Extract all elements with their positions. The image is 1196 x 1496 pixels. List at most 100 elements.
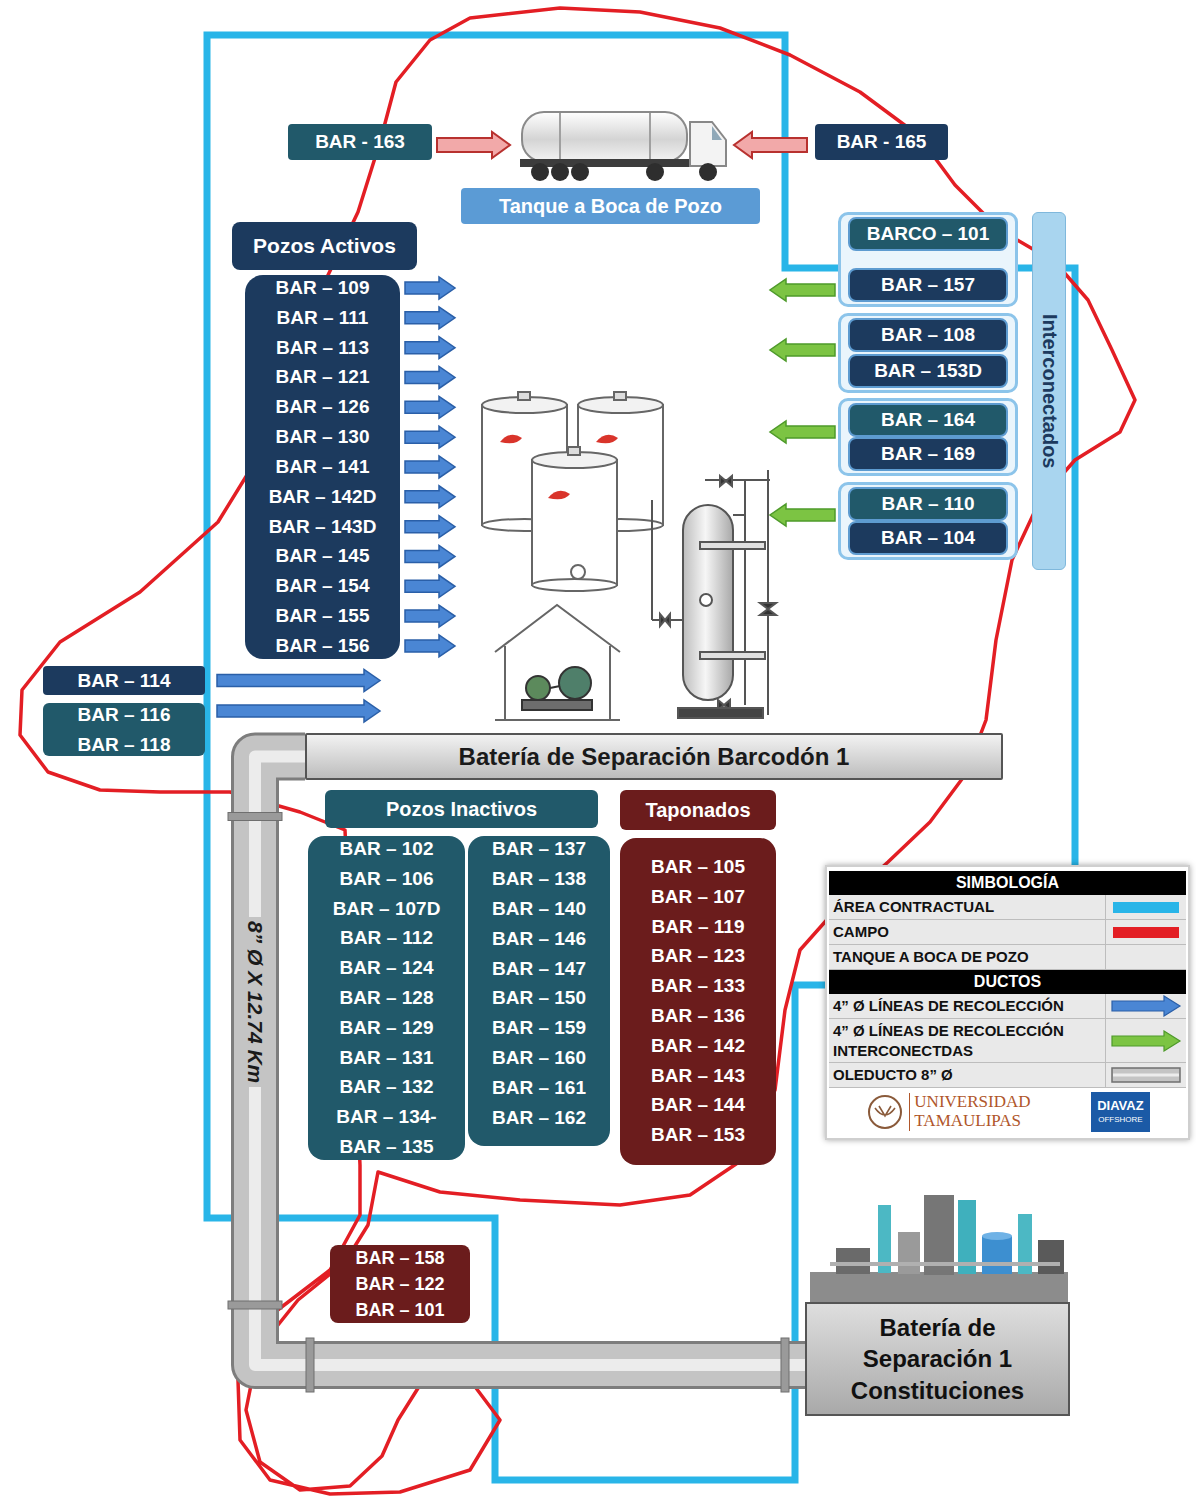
well-name: BAR – 130 (257, 424, 388, 450)
company-text: DIAVAZ (1097, 1098, 1143, 1115)
well-box: BAR - 165 (815, 124, 948, 160)
collection-line-arrow (217, 670, 380, 692)
band-text: Interconectados (1038, 314, 1061, 468)
legend-text: CAMPO (829, 920, 1105, 944)
legend-sample-cell (1105, 994, 1186, 1018)
interconnect-group: BAR – 110BAR – 104 (838, 482, 1018, 560)
legend-swatch (1113, 902, 1179, 913)
well-name: BAR – 129 (320, 1015, 453, 1041)
box-text: Pozos Activos (253, 234, 396, 258)
well-name: BAR – 160 (480, 1045, 598, 1071)
pipe-body (255, 757, 805, 1366)
well-name: BAR – 150 (480, 985, 598, 1011)
well-name: BAR – 138 (480, 866, 598, 892)
university-text: UNIVERSIDAD (914, 1093, 1030, 1112)
tank-label-box: Tanque a Boca de Pozo (461, 188, 760, 224)
legend-row: 4” Ø LÍNEAS DE RECOLECCIÓN INTERCONECTDA… (829, 1019, 1186, 1063)
group-header: Taponados (620, 790, 776, 830)
well-name: BAR – 111 (257, 305, 388, 331)
collection-line-arrow (405, 426, 455, 448)
well-name: BAR – 156 (257, 633, 388, 659)
legend-sample-cell (1105, 1063, 1186, 1087)
emblem-mark (875, 1106, 895, 1116)
legend-header: DUCTOS (829, 970, 1186, 994)
emblem-ring (869, 1096, 901, 1128)
well-name: BAR – 135 (320, 1134, 453, 1160)
collection-line-arrow (217, 700, 380, 722)
well-name: BAR – 123 (632, 943, 764, 969)
field-outline (20, 8, 1135, 1494)
well-name: BAR – 118 (55, 733, 193, 757)
well-name: BAR – 106 (320, 866, 453, 892)
group-header: Pozos Activos (232, 222, 417, 270)
well-name: BAR – 128 (320, 985, 453, 1011)
well-name: BAR – 137 (480, 836, 598, 862)
pipeline-label: 8” Ø X 12.74 Km (241, 917, 269, 1087)
legend-text: 4” Ø LÍNEAS DE RECOLECCIÓN INTERCONECTDA… (829, 1019, 1105, 1062)
well-list: BAR – 158BAR – 122BAR – 101 (330, 1245, 470, 1323)
well-name: BAR – 145 (257, 543, 388, 569)
well-name: BAR – 132 (320, 1074, 453, 1100)
university-logo: UNIVERSIDADTAMAULIPAS (865, 1092, 1030, 1132)
legend-text: OLEDUCTO 8” Ø (829, 1063, 1105, 1087)
box-text: BAR - 165 (837, 131, 927, 153)
well-name: BAR – 142 (632, 1033, 764, 1059)
well-name: BAR – 133 (632, 973, 764, 999)
well-name: BAR – 143 (632, 1063, 764, 1089)
well-box: BAR – 114 (43, 666, 205, 695)
truck-arrow (437, 132, 510, 158)
collection-line-arrow (405, 486, 455, 508)
collection-line-arrow (405, 516, 455, 538)
collection-line-arrow (405, 635, 455, 657)
well-box: BAR – 104 (848, 521, 1008, 555)
interconnect-line-arrow (770, 421, 835, 443)
battery-box: Batería de Separación 1 Constituciones (805, 1302, 1070, 1416)
box-text: Pozos Inactivos (386, 798, 537, 821)
well-name: BAR – 140 (480, 896, 598, 922)
collection-line-arrow (405, 545, 455, 567)
battery-plant (810, 1195, 1068, 1302)
well-name: BAR – 121 (257, 364, 388, 390)
well-box: BAR – 110 (848, 487, 1008, 521)
storage-tanks (482, 392, 663, 591)
group-header: Pozos Inactivos (325, 790, 598, 828)
well-name: BAR – 158 (342, 1246, 458, 1270)
well-name: BAR – 161 (480, 1075, 598, 1101)
company-logo: DIAVAZOFFSHORE (1091, 1092, 1149, 1132)
pipe-highlight (255, 757, 805, 1366)
legend-row: OLEDUCTO 8” Ø (829, 1063, 1186, 1088)
collection-line-arrow (405, 605, 455, 627)
well-name: BAR – 134- (320, 1104, 453, 1130)
well-name: BAR – 143D (257, 514, 388, 540)
box-text: BAR – 114 (78, 670, 171, 692)
legend-sample-cell (1105, 945, 1186, 969)
interconnect-group: BARCO – 101BAR – 157 (838, 212, 1018, 307)
box-text: BAR - 163 (315, 131, 405, 153)
pump-house (495, 605, 620, 720)
collection-line-arrow (405, 366, 455, 388)
box-text: Batería de Separación 1 Constituciones (821, 1312, 1054, 1406)
well-list: BAR – 102BAR – 106BAR – 107DBAR – 112BAR… (308, 836, 465, 1160)
legend-arrow (1112, 1031, 1180, 1051)
well-box: BAR – 157 (848, 268, 1008, 302)
legend-heading: DUCTOS (974, 973, 1041, 990)
legend-text: TANQUE A BOCA DE POZO (829, 945, 1105, 969)
legend-row: TANQUE A BOCA DE POZO (829, 945, 1186, 970)
well-box: BAR - 163 (288, 124, 432, 160)
university-name: UNIVERSIDADTAMAULIPAS (909, 1093, 1030, 1130)
well-name: BAR – 155 (257, 603, 388, 629)
interconnect-line-arrow (770, 504, 835, 526)
separator-vessel (652, 470, 776, 718)
well-name: BAR – 112 (320, 925, 453, 951)
collection-line-arrow (405, 456, 455, 478)
well-name: BAR – 144 (632, 1092, 764, 1118)
legend-swatch (1113, 927, 1179, 938)
box-text: Taponados (645, 799, 750, 822)
well-name: BAR – 102 (320, 836, 453, 862)
pipe-flange (306, 1338, 314, 1392)
well-name: BAR – 159 (480, 1015, 598, 1041)
legend-row: CAMPO (829, 920, 1186, 945)
legend-pipe (1112, 1068, 1180, 1082)
well-name: BAR – 116 (55, 703, 193, 727)
